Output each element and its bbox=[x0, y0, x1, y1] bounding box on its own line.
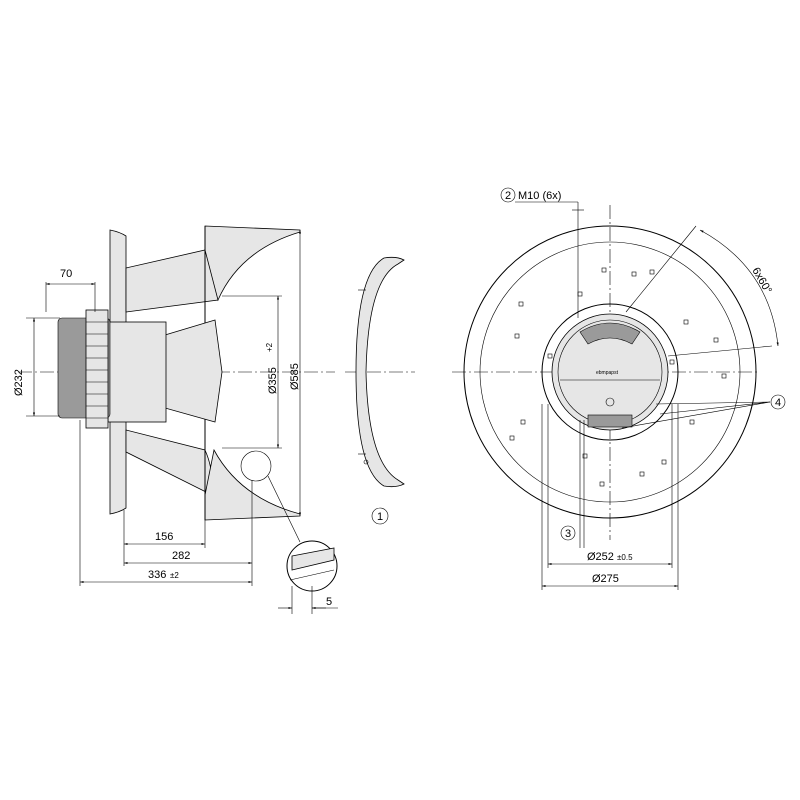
cooling-vents bbox=[579, 322, 641, 345]
blade-lower bbox=[125, 429, 213, 496]
motor-face bbox=[551, 313, 669, 431]
dim-252-tol: ±0.5 bbox=[617, 553, 633, 562]
callout-1-circle bbox=[371, 507, 389, 525]
brand-logo: ebmpapst bbox=[596, 370, 619, 376]
inlet-ring-top bbox=[204, 225, 301, 302]
cooling-fins bbox=[85, 309, 109, 429]
callout-2-circle bbox=[500, 187, 516, 203]
callout-1: 1 bbox=[377, 511, 383, 523]
detail-circle bbox=[240, 450, 272, 482]
fin-lines bbox=[86, 321, 108, 419]
callout-2: 2 bbox=[505, 190, 511, 202]
outer-shroud bbox=[463, 225, 757, 519]
dim-355-label: Ø355 bbox=[267, 367, 279, 394]
dim-585-label: Ø585 bbox=[289, 363, 301, 390]
inlet-ring-bottom bbox=[204, 448, 301, 521]
earth-symbol-icon bbox=[605, 397, 615, 407]
inlet-circle bbox=[541, 303, 679, 441]
motor-body bbox=[107, 321, 167, 423]
detail-leader bbox=[267, 475, 301, 543]
angle-label: 6x60° bbox=[749, 266, 774, 296]
dim-336-tol: ±2 bbox=[170, 571, 179, 580]
dim-5-label: 5 bbox=[326, 596, 332, 608]
dim-70-label: 70 bbox=[60, 268, 72, 280]
callout-3-circle bbox=[560, 525, 576, 541]
blade-upper bbox=[125, 249, 219, 313]
dim-232-label: Ø232 bbox=[13, 369, 25, 396]
front-view: ebmpapst 2 M10 (6x) 6x60° bbox=[452, 187, 786, 590]
callout-4: 4 bbox=[775, 397, 781, 409]
detail-enlargement: 5 bbox=[278, 540, 338, 614]
side-view: 70 Ø232 Ø355 +2 Ø585 156 282 336 ±2 bbox=[13, 225, 338, 614]
dim-156-label: 156 bbox=[155, 531, 173, 543]
inlet-nozzle bbox=[355, 256, 405, 488]
nozzle-view: 1 bbox=[345, 256, 415, 525]
dim-275-label: Ø275 bbox=[592, 573, 619, 585]
dim-336-label: 336 bbox=[148, 569, 166, 581]
dim-355-tol: +2 bbox=[265, 342, 274, 352]
dim-252-label: Ø252 bbox=[587, 551, 614, 563]
hub bbox=[164, 319, 223, 423]
callout-4-circle bbox=[770, 394, 786, 410]
m10-label: M10 (6x) bbox=[518, 190, 561, 202]
callout-3: 3 bbox=[565, 528, 571, 540]
blade-tip-circle bbox=[479, 241, 741, 503]
terminal-strip bbox=[587, 414, 633, 428]
dim-282-label: 282 bbox=[172, 550, 190, 562]
